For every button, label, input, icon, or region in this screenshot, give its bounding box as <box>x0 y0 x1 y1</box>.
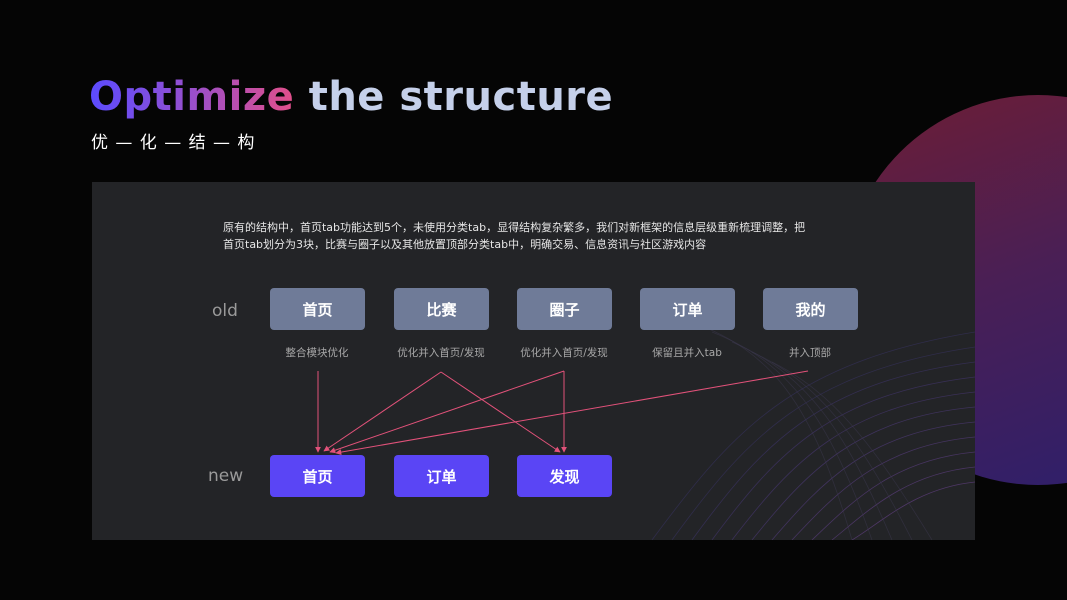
arrow-match-to-discover <box>441 372 560 452</box>
title-rest: the structure <box>294 74 613 120</box>
arrow-mine-to-home <box>336 371 808 453</box>
mapping-arrows <box>92 182 975 540</box>
page-title: Optimize the structure <box>89 70 613 124</box>
structure-panel: 原有的结构中，首页tab功能达到5个，未使用分类tab，显得结构复杂繁多，我们对… <box>92 182 975 540</box>
page-subtitle: 优 — 化 — 结 — 构 <box>91 131 255 155</box>
title-accent-word: Optimize <box>89 74 294 120</box>
arrow-match-to-home <box>324 372 441 451</box>
arrow-circle-to-home <box>330 371 564 452</box>
